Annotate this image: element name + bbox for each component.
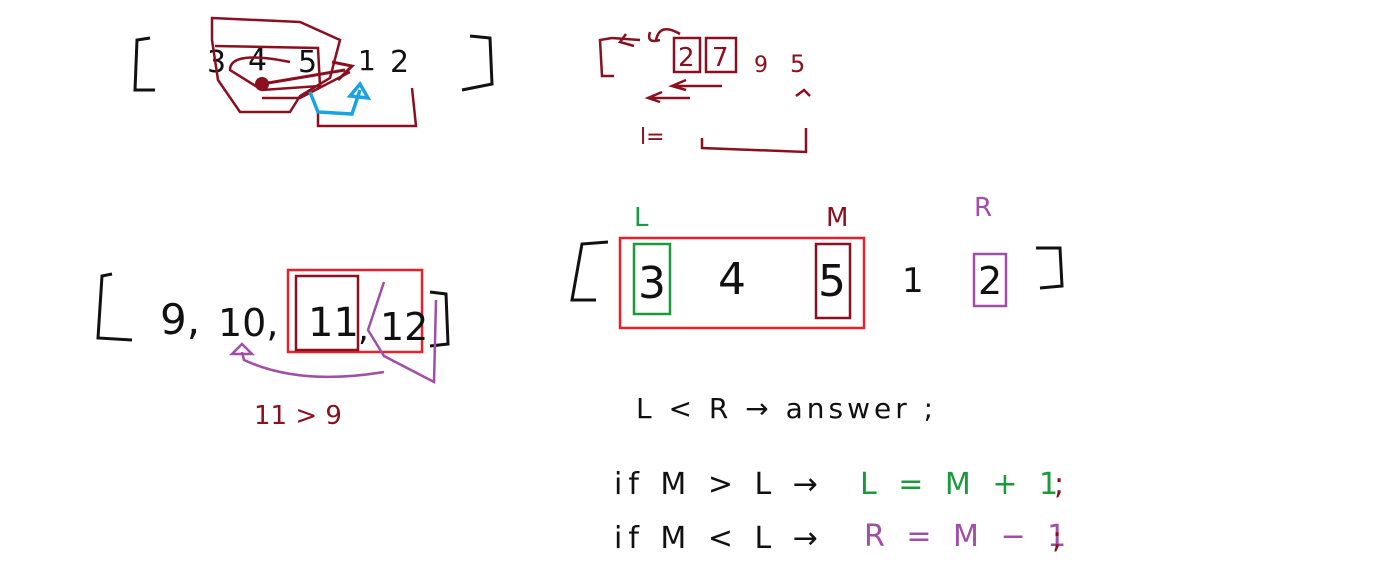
m-pointer-box xyxy=(814,242,852,320)
rule-line-3-action: R = M − 1 xyxy=(864,519,1072,554)
sketch-2-up-tick xyxy=(795,88,811,97)
search-range-box xyxy=(618,236,866,330)
main-array: L M R 3 4 5 1 2 xyxy=(570,193,1064,330)
pointer-m-label: M xyxy=(826,203,848,233)
sketch-1-blue-arrow xyxy=(308,80,372,116)
sketch-2-value-1: 7 xyxy=(712,43,729,73)
sketch-2-box-0 xyxy=(672,36,702,74)
sketch-2-value-0: 2 xyxy=(678,43,695,73)
sketch-1-value-4: 2 xyxy=(390,45,409,80)
sketch-3-array: 9, 10, 11 , 12 11 > 9 xyxy=(96,268,450,431)
sketch-2-array: 2 7 9 5 l= xyxy=(598,27,811,154)
sketch-1-array: 3 4 5 1 2 xyxy=(133,16,494,128)
sketch-1-scribble-box xyxy=(210,16,342,114)
main-value-3: 1 xyxy=(902,261,924,301)
rule-line-2-action: L = M + 1 xyxy=(860,467,1064,502)
sketch-2-left-arrow-upper xyxy=(668,78,722,92)
sketch-3-purple-loop xyxy=(366,281,438,385)
sketch-2-value-3: 5 xyxy=(790,50,805,78)
main-left-bracket xyxy=(570,240,609,302)
sketch-1-scribble-inner xyxy=(214,44,322,92)
sketch-2-top-arrows xyxy=(611,27,681,48)
sketch-3-value-0: 9, xyxy=(160,295,200,344)
rule-line-2-end: ; xyxy=(1054,467,1064,502)
rule-line-3-condition: if M < L → xyxy=(614,521,824,556)
sketch-3-left-bracket xyxy=(96,272,133,342)
rules: L < R → answer ; if M > L → L = M + 1 ; … xyxy=(614,392,1072,556)
sketch-1-value-1: 4 xyxy=(248,43,267,78)
sketch-3-value-4: 12 xyxy=(380,305,428,349)
rule-line-3-end: ; xyxy=(1052,521,1062,556)
sketch-1-value-3: 1 xyxy=(358,44,376,77)
sketch-3-right-bracket xyxy=(429,290,450,348)
sketch-2-left-bracket xyxy=(598,36,614,78)
sketch-3-value-2: 11 xyxy=(308,300,359,346)
sketch-2-label: l= xyxy=(640,125,665,150)
sketch-1-arrow-b xyxy=(262,70,351,100)
right-bracket xyxy=(461,34,494,92)
sketch-3-purple-arrow xyxy=(228,342,385,379)
sketch-1-value-2: 5 xyxy=(298,45,317,80)
sketch-2-box-1 xyxy=(704,36,738,74)
rule-line-2-condition: if M > L → xyxy=(614,467,824,502)
main-value-2: 5 xyxy=(818,256,846,307)
sketch-2-bottom-link xyxy=(700,128,808,154)
sketch-3-red-box xyxy=(286,268,424,354)
main-right-bracket xyxy=(1036,246,1064,290)
r-pointer-box xyxy=(972,252,1008,308)
rule-line-1: L < R → answer ; xyxy=(636,392,937,425)
left-bracket xyxy=(133,36,155,92)
sketch-3-maroon-box xyxy=(294,274,360,352)
sketch-2-value-2: 9 xyxy=(754,53,768,78)
main-value-0: 3 xyxy=(638,258,666,309)
main-value-1: 4 xyxy=(718,254,746,305)
main-value-4: 2 xyxy=(978,259,1002,303)
pointer-l-label: L xyxy=(634,203,649,233)
l-pointer-box xyxy=(632,242,672,316)
pointer-r-label: R xyxy=(974,193,992,223)
sketch-3-comparison: 11 > 9 xyxy=(254,401,342,431)
sketch-2-left-arrow-lower xyxy=(644,90,690,104)
sketch-3-value-3: , xyxy=(358,309,369,349)
sketch-3-value-1: 10, xyxy=(218,301,278,345)
sketch-1-bottom-link xyxy=(316,87,418,128)
